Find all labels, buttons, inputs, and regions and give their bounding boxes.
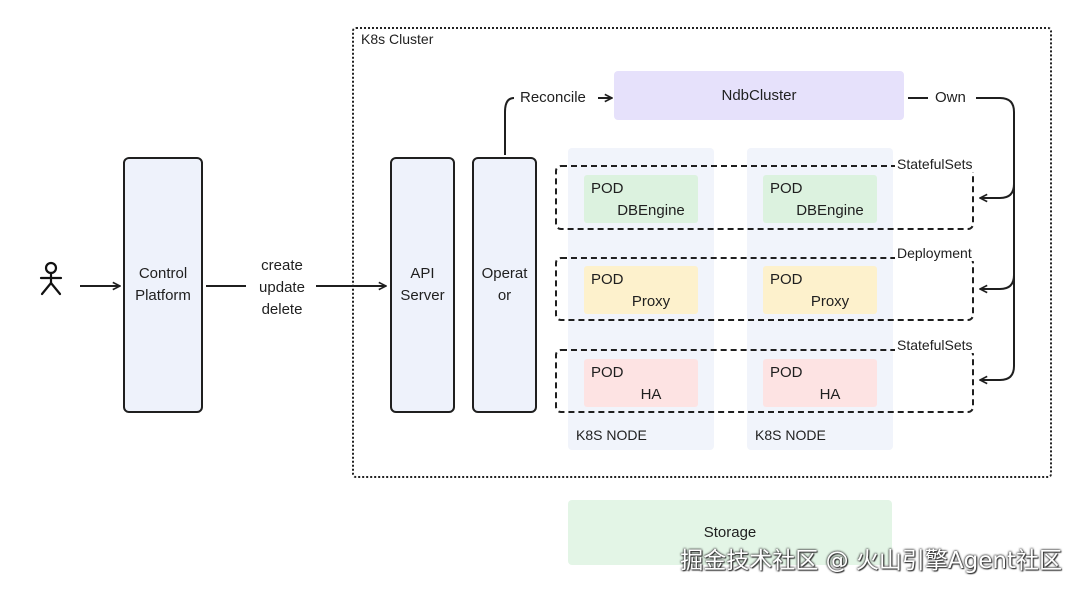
operator-label-line2: or bbox=[497, 287, 512, 304]
control-platform-label-line2: Platform bbox=[135, 287, 191, 304]
pod-proxy: POD Proxy bbox=[584, 266, 698, 314]
own-label: Own bbox=[935, 89, 966, 106]
arrow-own-to-statefulsets-1 bbox=[980, 183, 1015, 198]
k8s-cluster-boundary bbox=[352, 27, 1052, 478]
pod-dbengine: POD DBEngine bbox=[763, 175, 877, 223]
k8s-node-label: K8S NODE bbox=[755, 427, 826, 443]
user-icon bbox=[39, 261, 63, 296]
operator-box: Operat or bbox=[472, 157, 537, 413]
line-operator-to-reconcile bbox=[504, 97, 515, 155]
pod-kind-label: POD bbox=[591, 364, 624, 381]
group-label-deployment: Deployment bbox=[895, 245, 974, 261]
group-label-statefulsets: StatefulSets bbox=[895, 156, 975, 172]
pod-kind-label: POD bbox=[770, 271, 803, 288]
deployment-group-proxy bbox=[555, 257, 974, 321]
control-platform-box: Control Platform bbox=[123, 157, 203, 413]
pod-name-label: DBEngine bbox=[617, 202, 685, 219]
pod-kind-label: POD bbox=[770, 364, 803, 381]
reconcile-label: Reconcile bbox=[520, 89, 586, 106]
action-create: create bbox=[261, 257, 303, 274]
k8s-node-label: K8S NODE bbox=[576, 427, 647, 443]
pod-name-label: HA bbox=[640, 386, 662, 403]
storage-box: Storage bbox=[568, 500, 892, 565]
api-server-box: API Server bbox=[390, 157, 455, 413]
k8s-cluster-label: K8s Cluster bbox=[361, 31, 434, 47]
group-label-statefulsets: StatefulSets bbox=[895, 337, 975, 353]
pod-ha: POD HA bbox=[763, 359, 877, 407]
pod-proxy: POD Proxy bbox=[763, 266, 877, 314]
arrow-own-to-deployment bbox=[980, 274, 1015, 289]
pod-name-label: Proxy bbox=[810, 293, 850, 310]
api-server-label-line2: Server bbox=[400, 287, 445, 304]
watermark: 掘金技术社区 @ 火山引擎Agent社区 bbox=[680, 548, 1062, 574]
pod-dbengine: POD DBEngine bbox=[584, 175, 698, 223]
action-delete: delete bbox=[261, 301, 303, 318]
pod-name-label: Proxy bbox=[631, 293, 671, 310]
control-platform-label-line1: Control bbox=[138, 265, 188, 282]
storage-label: Storage bbox=[703, 524, 757, 541]
operator-label-line1: Operat bbox=[481, 265, 528, 282]
pod-name-label: HA bbox=[819, 386, 841, 403]
pod-ha: POD HA bbox=[584, 359, 698, 407]
pod-kind-label: POD bbox=[591, 180, 624, 197]
ndbcluster-box: NdbCluster bbox=[614, 71, 904, 120]
ndbcluster-label: NdbCluster bbox=[721, 87, 797, 104]
statefulsets-group-ha bbox=[555, 349, 974, 413]
pod-kind-label: POD bbox=[591, 271, 624, 288]
statefulsets-group-dbengine bbox=[555, 165, 974, 230]
api-server-label-line1: API bbox=[410, 265, 435, 282]
action-labels: create update delete bbox=[250, 255, 314, 321]
pod-kind-label: POD bbox=[770, 180, 803, 197]
action-update: update bbox=[259, 279, 305, 296]
line-own-to-bus bbox=[976, 97, 1015, 381]
pod-name-label: DBEngine bbox=[796, 202, 864, 219]
